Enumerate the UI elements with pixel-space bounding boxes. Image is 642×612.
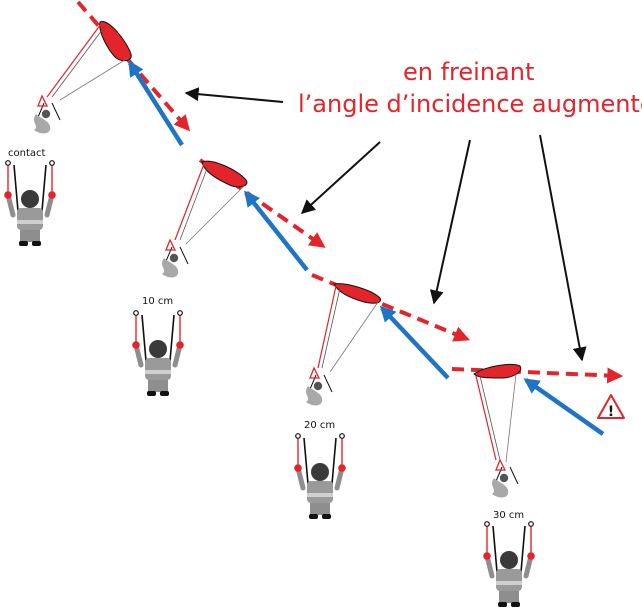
paraglider-30cm <box>473 363 522 499</box>
pilot-figure <box>483 522 535 607</box>
flight-trajectory <box>76 0 624 384</box>
brake-label-10cm: 10 cm <box>142 296 174 307</box>
pointer-arrow <box>300 141 381 214</box>
brake-label-20cm: 20 cm <box>304 420 336 431</box>
paraglider-contact <box>33 21 132 135</box>
warning-glyph: ! <box>608 404 614 420</box>
pilot-figure <box>4 161 56 246</box>
pointer-arrows <box>184 87 587 362</box>
pointer-arrow <box>429 139 471 305</box>
paraglider-wing <box>333 283 381 304</box>
relative-wind-arrow <box>244 190 309 272</box>
headline-line-1: en freinant <box>403 58 535 86</box>
pilot-figure <box>132 311 184 396</box>
paraglider-wing <box>99 21 132 62</box>
airflow-arrows <box>128 60 605 436</box>
headline-line-2: l’angle d’incidence augmente <box>298 90 642 118</box>
trajectory-arrow <box>451 367 624 384</box>
warning-triangle: ! <box>597 394 625 420</box>
pointer-arrow <box>184 87 284 103</box>
brake-label-30cm: 30 cm <box>493 510 525 521</box>
paraglider-20cm <box>305 283 381 407</box>
pilot-figure <box>294 434 346 519</box>
brake-label-contact: contact <box>8 148 46 159</box>
paraglider-wing <box>473 363 522 379</box>
relative-wind-arrow <box>523 378 605 436</box>
paraglider-10cm <box>161 160 248 279</box>
relative-wind-arrow <box>379 305 450 380</box>
relative-wind-arrow <box>128 60 184 147</box>
paraglider-wing <box>201 160 248 188</box>
pointer-arrow <box>539 134 587 362</box>
